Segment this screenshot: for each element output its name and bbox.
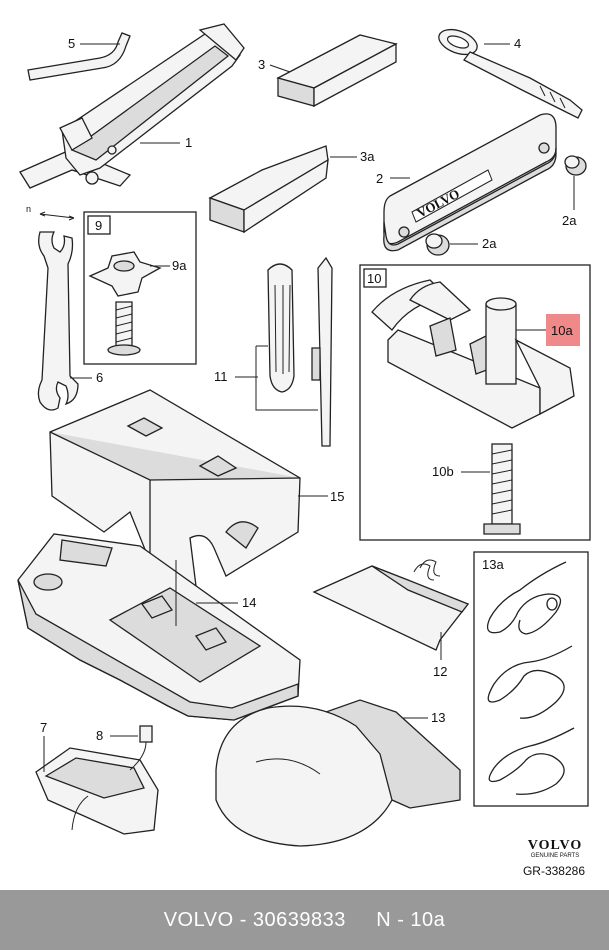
- callout-9a: 9a: [172, 258, 187, 273]
- part-15-foam-cover: [49, 389, 301, 588]
- callout-5: 5: [68, 36, 75, 51]
- callout-3: 3: [258, 57, 265, 72]
- part-13-cover: [215, 699, 461, 847]
- footer-bar: VOLVO - 30639833 N - 10a: [0, 890, 609, 950]
- part-10b-bolt: [483, 443, 521, 535]
- callout-10a: 10a: [551, 323, 573, 338]
- part-3-block: [276, 34, 398, 108]
- callout-n: n: [26, 204, 31, 214]
- callout-8: 8: [96, 728, 103, 743]
- footer-part-number: VOLVO - 30639833 N - 10a: [163, 908, 446, 931]
- callout-15: 15: [330, 489, 344, 504]
- part-11-screwdriver: [267, 256, 333, 447]
- callout-11: 11: [214, 369, 228, 384]
- detail-box-9: [83, 211, 197, 365]
- callout-10b: 10b: [432, 464, 454, 479]
- callout-2: 2: [376, 171, 383, 186]
- brand-name: VOLVO: [527, 838, 583, 853]
- part-3a-wedge: [208, 145, 329, 234]
- part-4-tow-eye: [438, 28, 583, 119]
- callout-14: 14: [242, 595, 256, 610]
- part-1-jack: [19, 23, 245, 189]
- part-5-rod: [27, 32, 131, 81]
- part-12-bag: [312, 559, 470, 651]
- callout-9: 9: [95, 218, 102, 233]
- callout-3a: 3a: [360, 149, 375, 164]
- part-9a-handle: [88, 251, 162, 356]
- part-2a-cap-left: [425, 233, 450, 256]
- callout-13: 13: [431, 710, 445, 725]
- parts-diagram: 5 1 3 3a 4 VOLVO: [17, 23, 591, 847]
- callout-7: 7: [40, 720, 47, 735]
- callout-13a: 13a: [482, 557, 504, 572]
- diagram-reference-code: GR-338286: [522, 864, 585, 878]
- part-6-spanner: [37, 231, 79, 411]
- callout-10a-highlight: [546, 314, 580, 346]
- part-10-holder: [371, 279, 575, 429]
- callout-10: 10: [367, 271, 381, 286]
- part-2a-cap-right: [564, 155, 587, 176]
- detail-box-13a: [473, 551, 589, 807]
- part-7-small-tray: [35, 747, 159, 835]
- brand-subtitle: GENUINE PARTS: [530, 853, 580, 859]
- part-2-plate: VOLVO: [383, 113, 557, 252]
- callout-1: 1: [185, 135, 192, 150]
- part-13a-cords: [486, 561, 575, 795]
- callout-6: 6: [96, 370, 103, 385]
- callout-4: 4: [514, 36, 521, 51]
- callout-2a-right: 2a: [562, 213, 577, 228]
- callout-2a-left: 2a: [482, 236, 497, 251]
- detail-box-10: [359, 264, 591, 541]
- part-14-tray: [17, 533, 301, 721]
- volvo-genuine-parts-logo: VOLVO GENUINE PARTS: [510, 838, 600, 859]
- callout-12: 12: [433, 664, 447, 679]
- part-8-tag: [129, 725, 153, 771]
